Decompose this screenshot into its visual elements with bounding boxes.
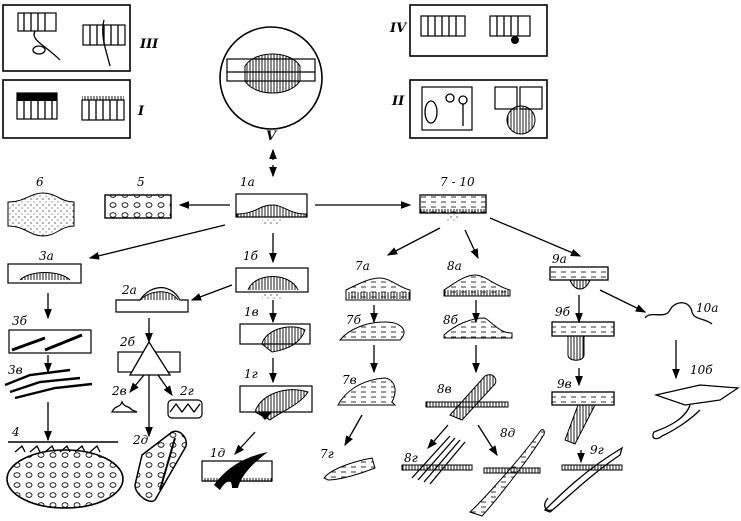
stage-8b [443, 317, 513, 339]
label-10b: 10б [690, 363, 713, 377]
stage-8a [443, 274, 511, 297]
label-1g: 1г [244, 367, 258, 381]
label-2v: 2в [111, 384, 127, 398]
stage-8d [469, 429, 545, 517]
stage-2v [111, 400, 138, 413]
label-1a: 1a [240, 175, 255, 189]
stage-4 [6, 441, 124, 509]
label-7a: 7a [355, 259, 370, 273]
stage-1g [239, 385, 313, 421]
panel-ii [409, 79, 548, 139]
label-1b: 1б [243, 249, 259, 263]
panel-i [2, 79, 131, 139]
stage-1d [201, 452, 273, 490]
stage-7b [338, 321, 405, 341]
label-9a: 9a [552, 252, 567, 266]
label-5: 5 [137, 175, 145, 189]
panel-label-iii: III [139, 37, 159, 52]
label-7b: 7б [346, 313, 362, 327]
stage-7a [345, 277, 411, 301]
label-3v: 3в [8, 363, 23, 377]
label-7-10: 7 - 10 [440, 175, 475, 189]
stage-7v [337, 377, 397, 406]
label-2d: 2д [132, 433, 149, 447]
label-2b: 2б [119, 335, 136, 349]
stage-3a [7, 263, 82, 284]
label-1v: 1в [244, 305, 259, 319]
stage-8v [425, 374, 509, 421]
label-4: 4 [11, 425, 20, 439]
stage-1b [235, 267, 309, 300]
stage-9b [551, 321, 615, 361]
label-7v: 7в [342, 373, 357, 387]
label-8a: 8a [447, 259, 462, 273]
panel-label-ii: II [391, 94, 405, 109]
panel-v [219, 26, 323, 130]
stage-8g [401, 435, 473, 485]
panel-label-iv: IV [389, 21, 408, 36]
label-3b: 3б [12, 314, 28, 328]
panel-label-v: V [266, 129, 278, 144]
stage-9g [543, 446, 624, 513]
label-9g: 9г [590, 443, 604, 457]
stage-2b [117, 340, 181, 376]
stage-1a [235, 193, 308, 224]
label-6: 6 [36, 175, 44, 189]
stage-9v [551, 391, 615, 445]
label-8g: 8г [404, 451, 418, 465]
label-8d: 8д [500, 426, 516, 440]
label-2a: 2a [121, 283, 137, 297]
stage-2a [115, 287, 189, 313]
label-9b: 9б [555, 305, 571, 319]
panel-iv [409, 4, 548, 57]
label-7g: 7г [320, 447, 334, 461]
label-8b: 8б [443, 313, 459, 327]
stage-10b [652, 384, 740, 440]
stage-6 [7, 192, 75, 237]
panel-iii [2, 4, 131, 72]
stage-1v [239, 323, 311, 353]
label-10a: 10a [696, 301, 718, 315]
stage-3v [4, 368, 93, 400]
stage-7-10 [419, 194, 487, 222]
label-8v: 8в [437, 382, 452, 396]
stage-2d [134, 430, 187, 502]
stage-10a [644, 302, 713, 325]
stage-2g [167, 399, 203, 419]
label-3a: 3a [39, 249, 54, 263]
stage-5 [104, 194, 172, 219]
label-2g: 2г [179, 384, 194, 398]
panel-label-i: I [137, 104, 145, 119]
stage-9a [549, 266, 609, 290]
label-9v: 9в [557, 377, 572, 391]
stage-7g [323, 457, 376, 481]
label-1d: 1д [210, 446, 226, 460]
stage-3b [8, 329, 92, 354]
